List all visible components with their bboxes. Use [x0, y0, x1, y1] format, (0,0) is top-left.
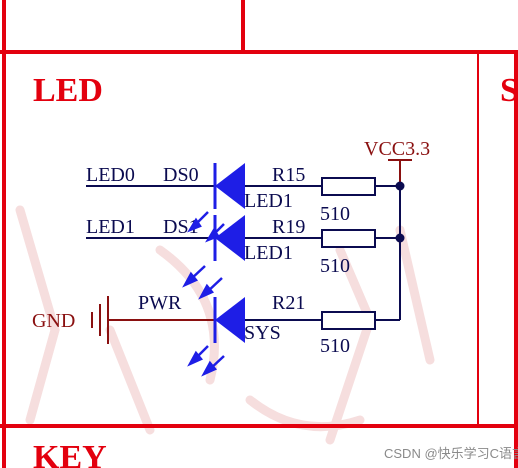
row1-led-value: LED1	[244, 242, 293, 264]
row2-net-label: PWR	[138, 292, 182, 314]
row0-resistor-ref: R15	[272, 164, 305, 186]
row1-net-label: LED1	[86, 216, 135, 238]
led-ds1-triangle	[215, 215, 245, 261]
gnd-label: GND	[32, 310, 75, 332]
sys-light-arrows	[187, 345, 225, 377]
gnd-symbol	[91, 296, 118, 344]
ds1-light-arrows	[187, 211, 225, 243]
row2-led-value: SYS	[244, 322, 281, 344]
key-section-title: KEY	[33, 439, 107, 468]
row0-designator: DS0	[163, 164, 199, 186]
row0-led-value: LED1	[244, 190, 293, 212]
led-row-pwr: GND PWR SYS R21 510	[32, 292, 400, 357]
led-ds0-triangle	[215, 163, 245, 209]
ds1-emission-arrows	[182, 265, 223, 300]
row2-resistor-ref: R21	[272, 292, 305, 314]
resistor-r19	[321, 229, 376, 248]
right-section-title-partial: S	[500, 72, 518, 109]
led-section-title: LED	[33, 72, 103, 109]
resistor-r15	[321, 177, 376, 196]
row1-resistor-value: 510	[320, 255, 350, 277]
vcc-label: VCC3.3	[364, 138, 430, 160]
row0-resistor-value: 510	[320, 203, 350, 225]
row2-resistor-value: 510	[320, 335, 350, 357]
led-row-0: LED0 DS0 LED1 R15 510	[86, 163, 400, 225]
row1-resistor-ref: R19	[272, 216, 305, 238]
row0-net-label: LED0	[86, 164, 135, 186]
led-sys-triangle	[215, 297, 245, 343]
csdn-watermark: CSDN @快乐学习C语言	[384, 446, 518, 461]
row1-designator: DS1	[163, 216, 199, 238]
vcc-symbol	[388, 159, 412, 185]
led-row-1: LED1 DS1 LED1 R19 510	[86, 215, 400, 277]
resistor-r21	[321, 311, 376, 330]
